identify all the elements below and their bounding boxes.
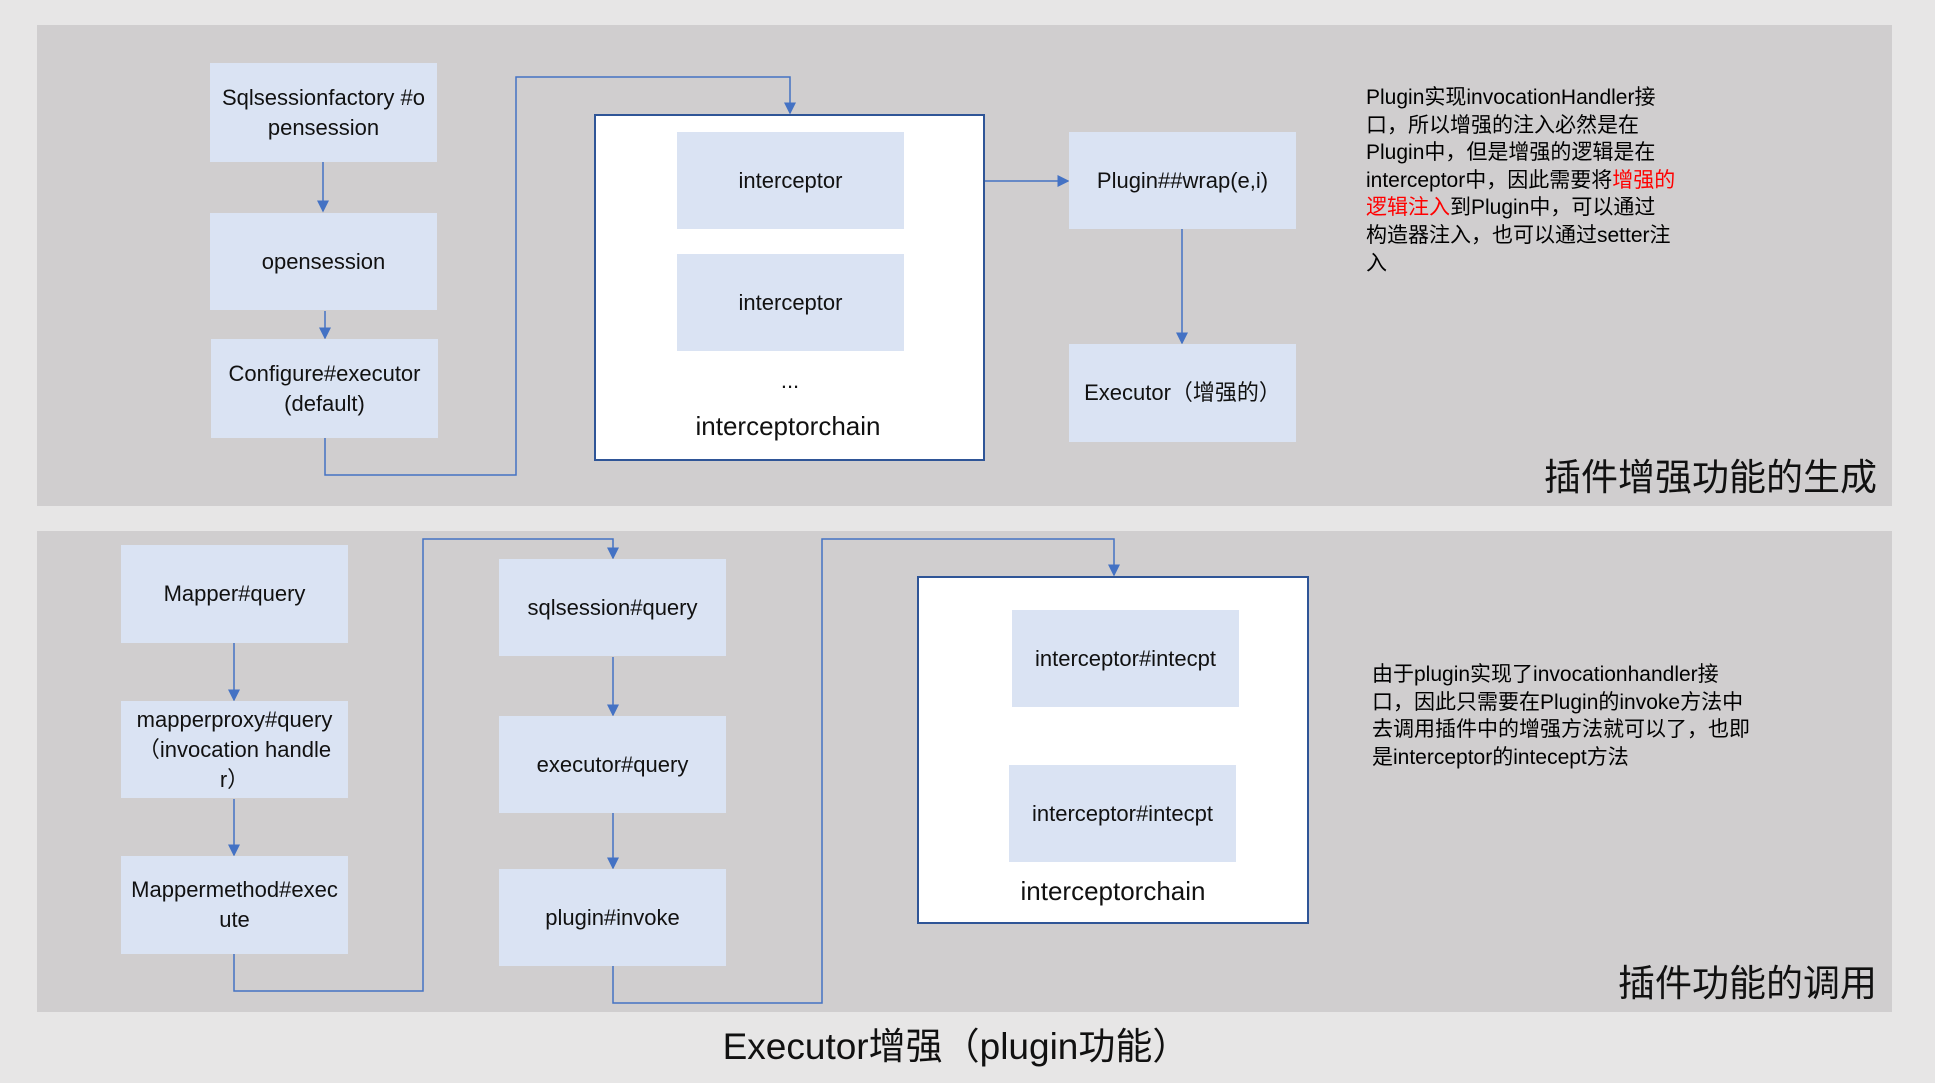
interceptorchain-label: interceptorchain <box>1020 876 1206 906</box>
mapperproxy-query-box: mapperproxy#query（invocation handler） <box>121 701 348 798</box>
mappermethod-execute-box: Mappermethod#execute <box>121 856 348 954</box>
arrow-configure-to-chain <box>324 76 796 476</box>
interceptor-box: interceptor <box>677 132 904 229</box>
interceptorchain-label: interceptorchain <box>695 411 881 441</box>
interceptor-intercept-box: interceptor#intecpt <box>1009 765 1236 862</box>
plugin-wrap-box: Plugin##wrap(e,i) <box>1069 132 1296 229</box>
opensession-box: opensession <box>210 213 437 310</box>
ellipsis: ... <box>780 368 800 393</box>
mapper-query-box: Mapper#query <box>121 545 348 643</box>
note-highlight: 增强的逻辑注入 <box>1366 168 1676 220</box>
note-text: Plugin实现invocationHandler接口，所以增强的注入必然是在P… <box>1366 86 1656 192</box>
plugin-invoke-box: plugin#invoke <box>499 869 726 966</box>
arrow-method-to-sqlsession <box>233 538 619 992</box>
interceptor-intercept-box: interceptor#intecpt <box>1012 610 1239 707</box>
note-text: 到Plugin中，可以通过构造器注入，也可以通过setter注入 <box>1366 196 1671 275</box>
section-title-generation: 插件增强功能的生成 <box>1544 457 1877 498</box>
sqlsessionfactory-opensession-box: Sqlsessionfactory #opensession <box>210 63 437 162</box>
enhanced-executor-box: Executor（增强的） <box>1069 344 1296 442</box>
arrow-plugin-to-chain <box>612 538 1120 1004</box>
plugin-injection-note: Plugin实现invocationHandler接口，所以增强的注入必然是在P… <box>1366 84 1676 277</box>
interceptor-box: interceptor <box>677 254 904 351</box>
configure-executor-box: Configure#executor(default) <box>211 339 438 438</box>
executor-query-box: executor#query <box>499 716 726 813</box>
diagram-caption: Executor增强（plugin功能） <box>722 1026 1190 1067</box>
sqlsession-query-box: sqlsession#query <box>499 559 726 656</box>
section-title-invocation: 插件功能的调用 <box>1618 963 1877 1004</box>
plugin-invoke-note: 由于plugin实现了invocationhandler接口，因此只需要在Plu… <box>1372 663 1750 769</box>
